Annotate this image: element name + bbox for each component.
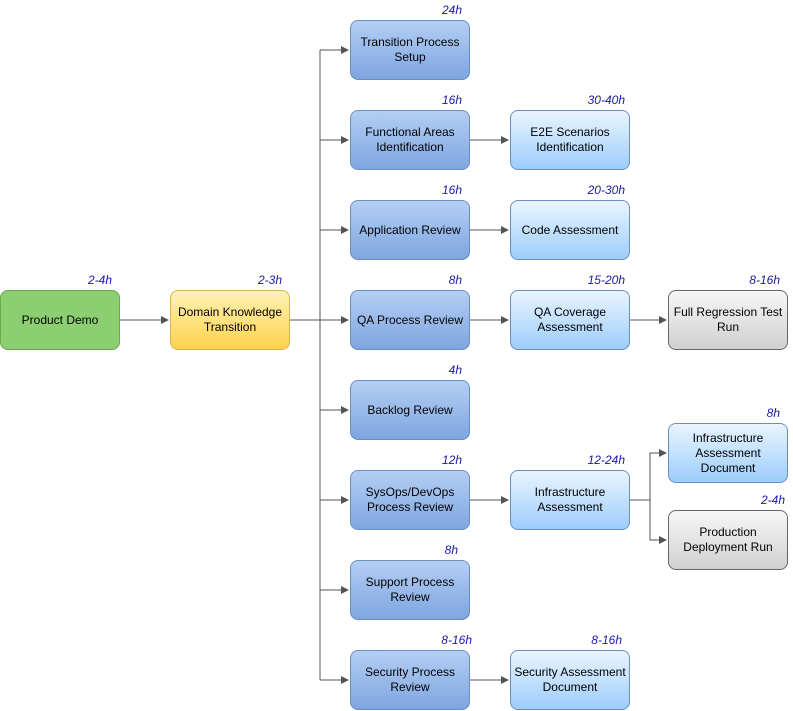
estimate-support-process: 8h (444, 543, 458, 557)
node-functional-areas-identification: Functional Areas Identification (350, 110, 470, 170)
estimate-e2e-scenarios: 30-40h (587, 93, 625, 107)
edge-infra-to-deploy (649, 500, 667, 544)
node-backlog-review-label: Backlog Review (367, 402, 453, 417)
estimate-qa-coverage: 15-20h (587, 273, 625, 287)
node-qa-process-label: QA Process Review (356, 312, 464, 327)
node-domain-knowledge-transition: Domain Knowledge Transition (170, 290, 290, 350)
node-product-demo-label: Product Demo (21, 312, 99, 327)
node-infra-doc-label: Infrastructure Assessment Document (692, 430, 764, 475)
estimate-infra-doc: 8h (766, 406, 780, 420)
node-e2e-scenarios-label: E2E Scenarios Identification (530, 125, 610, 154)
node-product-demo: Product Demo (0, 290, 120, 350)
node-infra-assessment-label: Infrastructure Assessment (534, 485, 606, 514)
estimate-code-assessment: 20-30h (587, 183, 625, 197)
edge-infra-split (630, 449, 667, 501)
node-qa-coverage-label: QA Coverage Assessment (533, 305, 607, 334)
estimate-infra-assessment: 12-24h (587, 453, 625, 467)
estimate-transition-setup: 24h (441, 3, 462, 17)
node-qa-process-review: QA Process Review (350, 290, 470, 350)
node-backlog-review: Backlog Review (350, 380, 470, 440)
node-production-deployment-run: Production Deployment Run (668, 510, 788, 570)
node-support-process-label: Support Process Review (365, 575, 455, 604)
estimate-full-regression: 8-16h (749, 273, 780, 287)
node-sysops-devops-label: SysOps/DevOps Process Review (365, 485, 455, 514)
estimate-sysops-devops: 12h (441, 453, 462, 467)
node-infrastructure-assessment-document: Infrastructure Assessment Document (668, 423, 788, 483)
estimate-application-review: 16h (441, 183, 462, 197)
node-domain-knowledge-label: Domain Knowledge Transition (177, 305, 283, 334)
node-infrastructure-assessment: Infrastructure Assessment (510, 470, 630, 530)
estimate-security-doc: 8-16h (591, 633, 622, 647)
node-full-regression-label: Full Regression Test Run (673, 305, 783, 334)
node-security-doc-label: Security Assessment Document (514, 665, 626, 694)
node-support-process-review: Support Process Review (350, 560, 470, 620)
node-prod-deploy-label: Production Deployment Run (683, 525, 773, 554)
node-security-process-review: Security Process Review (350, 650, 470, 710)
node-transition-setup-label: Transition Process Setup (360, 35, 460, 64)
node-application-review: Application Review (350, 200, 470, 260)
node-functional-areas-label: Functional Areas Identification (365, 125, 455, 154)
node-code-assessment: Code Assessment (510, 200, 630, 260)
estimate-security-process: 8-16h (441, 633, 472, 647)
node-security-process-label: Security Process Review (364, 665, 456, 694)
node-transition-process-setup: Transition Process Setup (350, 20, 470, 80)
node-security-assessment-document: Security Assessment Document (510, 650, 630, 710)
estimate-prod-deploy: 2-4h (760, 493, 785, 507)
node-code-assessment-label: Code Assessment (521, 222, 619, 237)
node-e2e-scenarios-identification: E2E Scenarios Identification (510, 110, 630, 170)
estimate-qa-process: 8h (448, 273, 462, 287)
estimate-backlog-review: 4h (448, 363, 462, 377)
estimate-domain-knowledge: 2-3h (257, 273, 282, 287)
node-full-regression-test-run: Full Regression Test Run (668, 290, 788, 350)
node-application-review-label: Application Review (359, 222, 461, 237)
node-sysops-devops-process-review: SysOps/DevOps Process Review (350, 470, 470, 530)
estimate-product-demo: 2-4h (87, 273, 112, 287)
node-qa-coverage-assessment: QA Coverage Assessment (510, 290, 630, 350)
estimate-functional-areas: 16h (441, 93, 462, 107)
